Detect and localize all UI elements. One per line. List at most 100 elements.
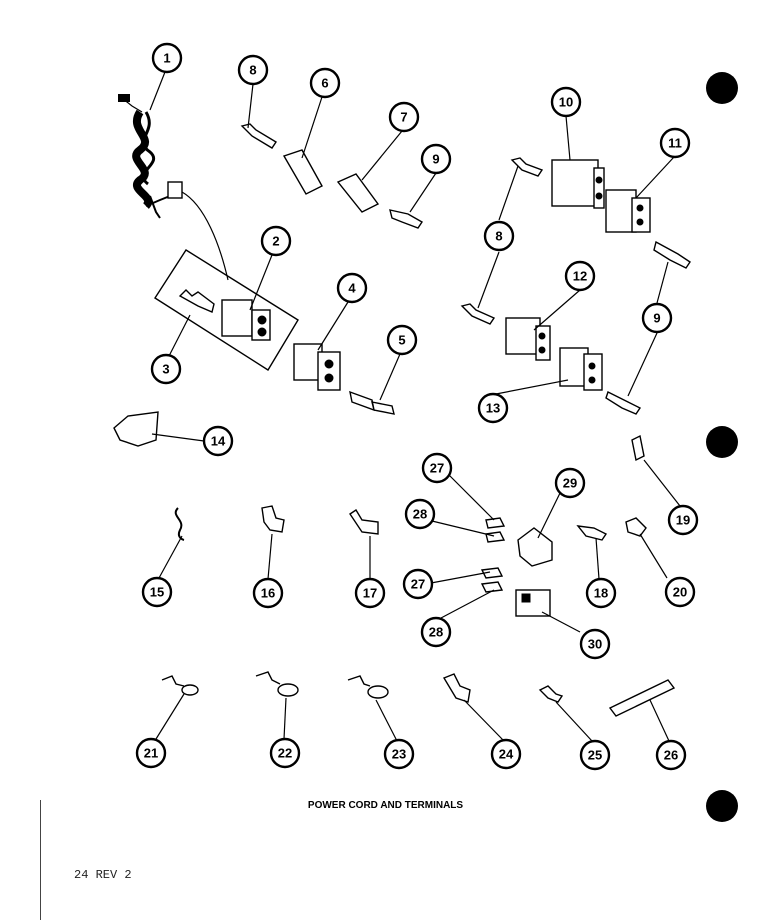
callout-2: 2 <box>260 225 292 257</box>
clip-14 <box>113 411 159 447</box>
callout-3: 3 <box>150 353 182 385</box>
ring-terminal-22 <box>255 671 299 697</box>
callout-23: 23 <box>383 738 415 770</box>
callout-11: 11 <box>659 127 691 159</box>
leader-lines <box>149 71 681 742</box>
callout-19: 19 <box>667 504 699 536</box>
svg-text:29: 29 <box>563 476 577 491</box>
svg-text:25: 25 <box>588 748 602 763</box>
callout-20: 20 <box>664 576 696 608</box>
terminal-27-upper <box>485 517 506 529</box>
housing-30 <box>515 589 551 617</box>
svg-text:14: 14 <box>211 434 226 449</box>
connector-housing-10 <box>551 159 605 209</box>
svg-text:1: 1 <box>163 51 170 66</box>
terminal-19 <box>631 434 645 462</box>
svg-text:11: 11 <box>668 136 682 151</box>
callout-7: 7 <box>388 101 420 133</box>
svg-text:10: 10 <box>559 95 573 110</box>
connector-housing-4 <box>293 343 341 391</box>
diagram-caption: POWER CORD AND TERMINALS <box>307 800 464 811</box>
callout-17: 17 <box>354 577 386 609</box>
punch-hole <box>706 790 738 822</box>
svg-text:2: 2 <box>272 234 279 249</box>
callout-22: 22 <box>269 737 301 769</box>
callout-6: 6 <box>309 67 341 99</box>
terminal-28-lower <box>480 581 504 593</box>
terminal-9-right <box>653 240 691 269</box>
power-cord-drawing <box>118 94 229 281</box>
callout-8b: 8 <box>483 220 515 252</box>
terminal-15 <box>174 507 185 541</box>
terminal-17 <box>349 509 379 535</box>
svg-text:17: 17 <box>363 586 377 601</box>
callout-27b: 27 <box>402 568 434 600</box>
callout-13: 13 <box>477 392 509 424</box>
callout-15: 15 <box>141 576 173 608</box>
svg-text:12: 12 <box>573 269 587 284</box>
svg-text:22: 22 <box>278 746 292 761</box>
svg-text:26: 26 <box>664 748 678 763</box>
callout-14: 14 <box>202 425 234 457</box>
svg-text:15: 15 <box>150 585 164 600</box>
callout-1: 1 <box>151 42 183 74</box>
terminal-27-lower <box>480 567 504 579</box>
connector-housing-12 <box>505 317 551 361</box>
ring-terminal-21 <box>161 675 199 696</box>
housing-29 <box>517 527 553 567</box>
punch-hole <box>706 426 738 458</box>
svg-text:28: 28 <box>413 507 427 522</box>
svg-text:20: 20 <box>673 585 687 600</box>
terminal-20 <box>625 517 647 537</box>
connector-housing-11 <box>605 189 651 233</box>
margin-rule <box>40 800 41 920</box>
svg-text:16: 16 <box>261 586 275 601</box>
terminal-9-lower <box>605 391 642 415</box>
svg-text:19: 19 <box>676 513 690 528</box>
callout-10: 10 <box>550 86 582 118</box>
callout-12: 12 <box>564 260 596 292</box>
sleeve-6 <box>282 149 323 195</box>
svg-text:7: 7 <box>400 110 407 125</box>
callout-16: 16 <box>252 577 284 609</box>
connector-housing-13 <box>559 347 603 391</box>
terminal-24 <box>442 673 471 703</box>
svg-text:5: 5 <box>398 333 405 348</box>
callout-30: 30 <box>579 628 611 660</box>
svg-text:8: 8 <box>495 229 502 244</box>
terminal-16 <box>261 505 285 533</box>
callout-25: 25 <box>579 739 611 771</box>
callout-9b: 9 <box>641 302 673 334</box>
svg-text:3: 3 <box>162 362 169 377</box>
svg-text:27: 27 <box>430 461 444 476</box>
callout-29: 29 <box>554 467 586 499</box>
svg-text:6: 6 <box>321 76 328 91</box>
svg-text:9: 9 <box>432 152 439 167</box>
terminal-8-right <box>510 157 544 177</box>
callout-21: 21 <box>135 737 167 769</box>
callout-4: 4 <box>336 272 368 304</box>
terminal-8-top <box>240 123 277 149</box>
terminal-9-top <box>389 209 423 229</box>
terminal-18 <box>576 525 608 541</box>
callout-28b: 28 <box>420 616 452 648</box>
svg-text:30: 30 <box>588 637 602 652</box>
svg-text:28: 28 <box>429 625 443 640</box>
callout-26: 26 <box>655 739 687 771</box>
sleeve-7 <box>336 173 380 213</box>
callout-18: 18 <box>585 577 617 609</box>
callout-28a: 28 <box>404 498 436 530</box>
callout-9: 9 <box>420 143 452 175</box>
svg-text:18: 18 <box>594 586 608 601</box>
callout-8: 8 <box>237 54 269 86</box>
plug-kit-box <box>154 249 299 371</box>
jumper-strip-26 <box>608 679 676 717</box>
pin-terminal-5 <box>349 390 395 415</box>
terminal-28-upper <box>485 531 506 543</box>
punch-hole <box>706 72 738 104</box>
svg-text:13: 13 <box>486 401 500 416</box>
callout-24: 24 <box>490 738 522 770</box>
svg-text:21: 21 <box>144 746 158 761</box>
svg-text:24: 24 <box>499 747 514 762</box>
